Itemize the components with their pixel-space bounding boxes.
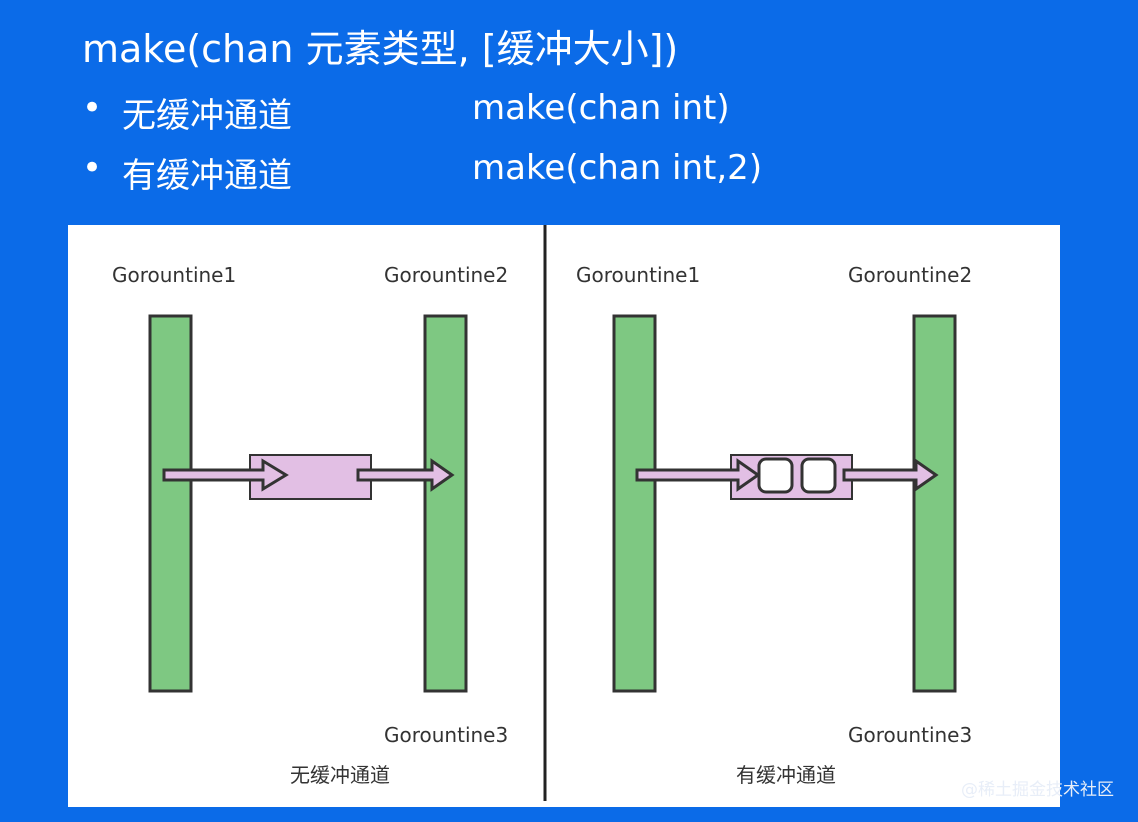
bullet-marker: • xyxy=(82,148,103,188)
bullet-code: make(chan int,2) xyxy=(472,148,763,188)
right-goroutine1-bar xyxy=(612,314,657,693)
diagram-panel: Gorountine1 Gorountine2 Gorountine3 无缓冲通… xyxy=(68,225,1060,807)
bullet-marker: • xyxy=(82,88,103,128)
left-goroutine3-label: Gorountine3 xyxy=(384,723,508,747)
bullet-label: 有缓冲通道 xyxy=(122,156,292,196)
bullet-code: make(chan int) xyxy=(472,88,730,128)
right-caption: 有缓冲通道 xyxy=(736,763,836,787)
source-watermark: @稀土掘金技术社区 xyxy=(961,780,1114,800)
left-goroutine1-label: Gorountine1 xyxy=(112,263,236,287)
right-send-arrow xyxy=(635,458,761,492)
left-receive-arrow xyxy=(356,458,455,492)
right-goroutine1-label: Gorountine1 xyxy=(576,263,700,287)
left-send-arrow xyxy=(162,458,289,492)
left-goroutine2-bar xyxy=(423,314,468,693)
right-receive-arrow xyxy=(842,458,939,492)
left-goroutine1-bar xyxy=(148,314,193,693)
left-caption: 无缓冲通道 xyxy=(290,763,390,787)
channel-diagram: Gorountine1 Gorountine2 Gorountine3 无缓冲通… xyxy=(112,225,972,801)
right-goroutine2-bar xyxy=(912,314,957,693)
buffer-slot xyxy=(757,457,794,494)
left-goroutine2-label: Gorountine2 xyxy=(384,263,508,287)
bullet-label: 无缓冲通道 xyxy=(122,96,292,136)
right-goroutine3-label: Gorountine3 xyxy=(848,723,972,747)
slide-title: make(chan 元素类型, [缓冲大小]) xyxy=(82,27,679,71)
right-goroutine2-label: Gorountine2 xyxy=(848,263,972,287)
buffer-slot xyxy=(800,457,837,494)
